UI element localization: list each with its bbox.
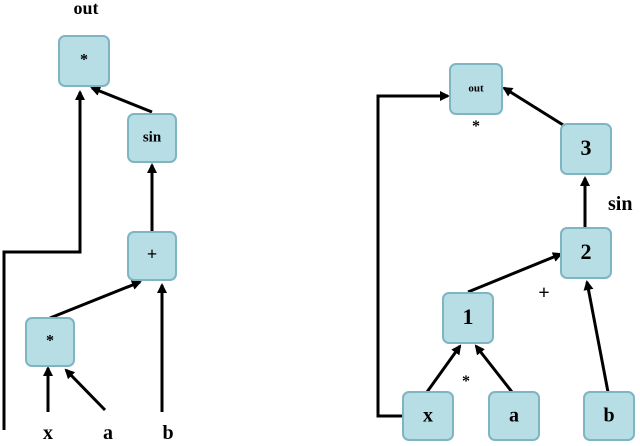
node-x: x — [402, 391, 454, 441]
node-2-label: 2 — [581, 239, 592, 264]
node-b-label: b — [603, 405, 614, 427]
right-graph: out * 3 sin 2 + 1 * x a b — [376, 63, 635, 441]
node-1: 1 — [442, 292, 494, 344]
node-plus: + — [127, 231, 177, 281]
plus-op-label: + — [538, 282, 549, 304]
left-graph: out * sin + * x a b — [2, 0, 177, 444]
input-a-label: a — [103, 422, 113, 444]
edge-x-to-mult-top — [2, 90, 85, 430]
node-mult-top: * — [58, 35, 110, 87]
node-b: b — [583, 391, 635, 441]
edge-a-to-mult-bottom — [64, 368, 107, 412]
edge-b-to-2 — [583, 280, 610, 393]
node-3-label: 3 — [581, 135, 592, 160]
node-a-label: a — [509, 405, 519, 427]
node-mult-bottom: * — [25, 317, 75, 367]
edge-mult-bottom-to-plus — [49, 280, 142, 320]
edge-a-to-1 — [474, 344, 514, 393]
node-mult-bottom-label: * — [46, 333, 54, 350]
edge-x-to-1 — [425, 344, 462, 393]
node-1-label: 1 — [463, 304, 474, 329]
input-b-label: b — [162, 422, 173, 444]
node-out-op-label: * — [472, 118, 480, 135]
sin-op-label: sin — [608, 193, 632, 215]
node-a: a — [488, 391, 540, 441]
edge-3-to-out — [502, 86, 569, 130]
node-mult-top-label: * — [80, 52, 88, 69]
node-2: 2 — [560, 227, 612, 279]
node-3: 3 — [560, 123, 612, 175]
mult-op-label: * — [462, 373, 470, 390]
node-sin: sin — [127, 113, 177, 163]
node-x-label: x — [423, 405, 433, 427]
edge-1-to-2 — [467, 252, 563, 294]
input-x-label: x — [43, 422, 53, 444]
node-out: out — [449, 63, 503, 115]
node-plus-label: + — [147, 244, 157, 264]
left-graph-title: out — [73, 0, 98, 18]
edge-sin-to-mult-top — [90, 86, 153, 114]
edge-x-to-out — [376, 91, 450, 418]
node-sin-label: sin — [143, 129, 162, 145]
node-out-label: out — [468, 83, 484, 95]
